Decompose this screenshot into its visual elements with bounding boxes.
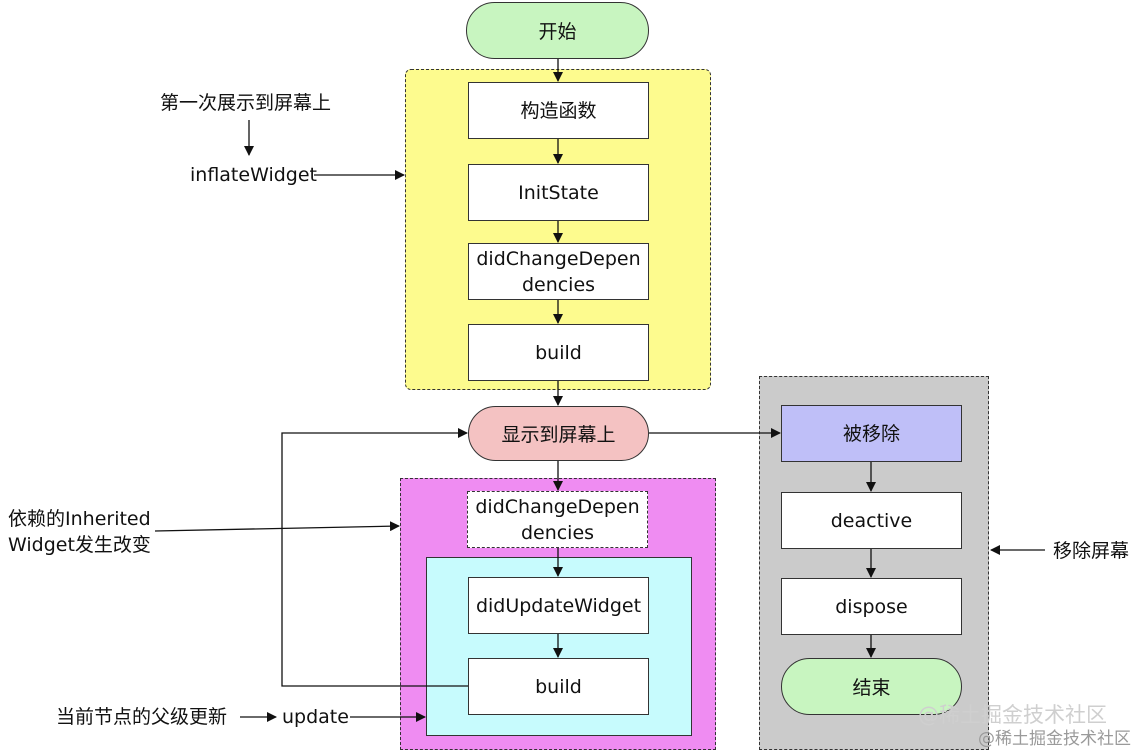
build-node-1-label: build	[535, 341, 582, 364]
did-change-dependencies-2-label: didChangeDepen dencies	[475, 495, 640, 544]
build-node-1: build	[468, 324, 649, 381]
did-change-dependencies-node-1: didChangeDepen dencies	[468, 243, 649, 300]
shown-on-screen-label: 显示到屏幕上	[501, 424, 616, 446]
did-update-widget-node: didUpdateWidget	[468, 577, 649, 634]
end-node: 结束	[781, 658, 962, 715]
removed-node: 被移除	[781, 405, 962, 462]
remove-screen-label: 移除屏幕	[1053, 540, 1130, 562]
removed-node-label: 被移除	[842, 422, 900, 445]
deactive-node-label: deactive	[830, 509, 913, 532]
end-node-label: 结束	[852, 677, 891, 699]
dispose-node: dispose	[781, 578, 962, 635]
deactive-node: deactive	[781, 492, 962, 549]
build-node-2: build	[468, 658, 649, 715]
constructor-node: 构造函数	[468, 82, 649, 139]
watermark: @稀土掘金技术社区	[918, 703, 1107, 727]
shown-on-screen-node: 显示到屏幕上	[468, 406, 649, 461]
update-label: update	[282, 706, 349, 728]
build-node-2-label: build	[535, 675, 582, 698]
arrow-build2-loop-to-shown	[281, 428, 468, 687]
did-update-widget-label: didUpdateWidget	[475, 594, 642, 617]
init-state-node-label: InitState	[518, 181, 599, 204]
inflate-widget-label: inflateWidget	[190, 164, 317, 186]
dispose-node-label: dispose	[835, 595, 908, 618]
constructor-node-label: 构造函数	[520, 99, 597, 122]
inherited-change-label: 依赖的Inherited Widget发生改变	[8, 508, 151, 556]
first-show-label: 第一次展示到屏幕上	[160, 92, 332, 114]
watermark-footer: @稀土掘金技术社区	[978, 729, 1131, 749]
did-change-dependencies-node-2: didChangeDepen dencies	[467, 491, 648, 548]
did-change-dependencies-1-label: didChangeDepen dencies	[476, 247, 641, 296]
start-node-label: 开始	[538, 21, 577, 43]
init-state-node: InitState	[468, 164, 649, 221]
parent-update-label: 当前节点的父级更新	[56, 706, 228, 728]
start-node: 开始	[466, 2, 649, 59]
arrow-inherited-to-region	[154, 521, 400, 532]
